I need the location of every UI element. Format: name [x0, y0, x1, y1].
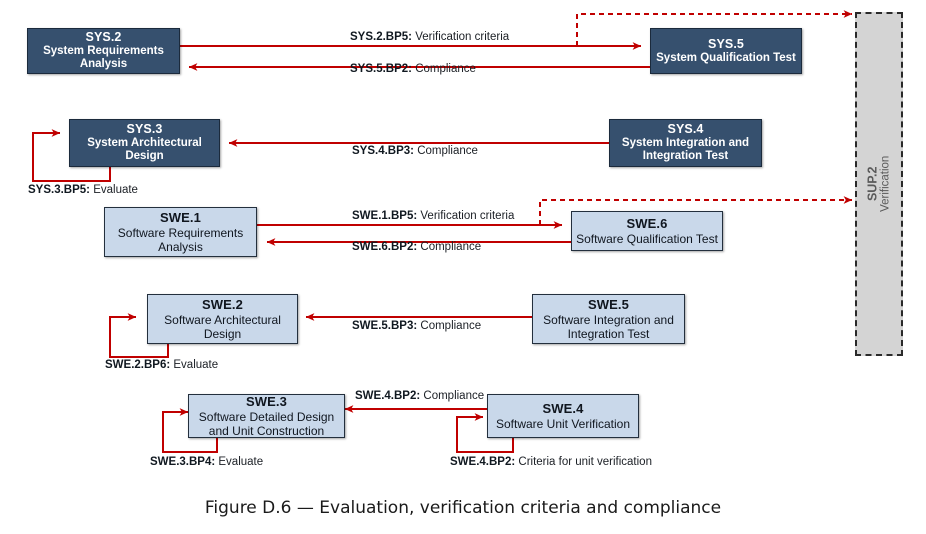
edge-label-swe3-bp4-text: Evaluate [218, 456, 264, 468]
edge-label-sys5-bp2-text: Compliance [415, 63, 476, 75]
node-swe6-id: SWE.6 [626, 216, 668, 232]
node-swe6-desc: Software Qualification Test [576, 231, 718, 246]
edge-label-swe4-bp2-compliance-text: Compliance [423, 390, 485, 402]
edge-label-sys2-bp5-code: SYS.2.BP5: [350, 31, 412, 43]
node-swe6[interactable]: SWE.6 Software Qualification Test [571, 211, 723, 251]
edge-label-swe5-bp3-text: Compliance [420, 320, 482, 332]
edge-label-swe1-bp5-text: Verification criteria [420, 210, 515, 222]
node-sys4-id: SYS.4 [667, 122, 704, 137]
edge-label-swe5-bp3-code: SWE.5.BP3: [352, 320, 418, 332]
edge-label-sys2-bp5-text: Verification criteria [415, 31, 510, 43]
node-swe3-id: SWE.3 [246, 394, 287, 410]
edge-label-sys3-bp5-text: Evaluate [93, 184, 138, 196]
edge-label-swe1-bp5: SWE.1.BP5: Verification criteria [352, 210, 514, 222]
node-sys3-id: SYS.3 [126, 122, 163, 137]
node-swe5-id: SWE.5 [588, 297, 629, 313]
edge-label-swe5-bp3: SWE.5.BP3: Compliance [352, 320, 481, 332]
edge-label-sys4-bp3: SYS.4.BP3: Compliance [352, 145, 478, 157]
node-swe1-id: SWE.1 [160, 210, 201, 226]
edge-label-sys4-bp3-code: SYS.4.BP3: [352, 145, 414, 157]
edge-label-sys3-bp5: SYS.3.BP5: Evaluate [28, 184, 138, 196]
edge-label-sys4-bp3-text: Compliance [417, 145, 478, 157]
node-sup2[interactable]: SUP.2 Verification [855, 12, 903, 356]
edge-label-swe4-bp2-compliance-code: SWE.4.BP2: [355, 390, 421, 402]
edge-label-swe6-bp2: SWE.6.BP2: Compliance [352, 241, 481, 253]
node-sys5[interactable]: SYS.5 System Qualification Test [650, 28, 802, 74]
edge-label-sys5-bp2-code: SYS.5.BP2: [350, 63, 412, 75]
edge-label-swe2-bp6-text: Evaluate [173, 359, 219, 371]
figure-caption: Figure D.6 — Evaluation, verification cr… [204, 498, 722, 518]
node-swe2-id: SWE.2 [202, 297, 243, 313]
node-swe4-id: SWE.4 [542, 401, 584, 417]
edge-label-swe3-bp4: SWE.3.BP4: Evaluate [150, 456, 263, 468]
node-swe4-desc: Software Unit Verification [495, 416, 631, 431]
edge-label-sys5-bp2: SYS.5.BP2: Compliance [350, 63, 476, 75]
edge-label-sys2-bp5: SYS.2.BP5: Verification criteria [350, 31, 509, 43]
edge-label-swe2-bp6: SWE.2.BP6: Evaluate [105, 359, 218, 371]
edge-label-swe4-bp2-criteria: SWE.4.BP2: Criteria for unit verificatio… [450, 456, 652, 468]
node-sys5-desc: System Qualification Test [656, 51, 796, 64]
node-sup2-desc: Verification [879, 155, 892, 213]
edge-label-swe6-bp2-code: SWE.6.BP2: [352, 241, 418, 253]
edge-label-swe1-bp5-code: SWE.1.BP5: [352, 210, 418, 222]
node-swe4[interactable]: SWE.4 Software Unit Verification [487, 394, 639, 438]
node-sys5-id: SYS.5 [708, 36, 744, 51]
edge-label-swe6-bp2-text: Compliance [420, 241, 482, 253]
node-sup2-inner: SUP.2 Verification [865, 156, 893, 212]
node-sup2-id: SUP.2 [865, 166, 880, 202]
edge-label-swe3-bp4-code: SWE.3.BP4: [150, 456, 216, 468]
edge-label-swe4-bp2-criteria-text: Criteria for unit verification [518, 456, 652, 468]
node-sys2-id: SYS.2 [85, 30, 122, 45]
edge-label-swe2-bp6-code: SWE.2.BP6: [105, 359, 171, 371]
edge-label-swe4-bp2-criteria-code: SWE.4.BP2: [450, 456, 516, 468]
edge-label-sys3-bp5-code: SYS.3.BP5: [28, 184, 90, 196]
edge-label-swe4-bp2-compliance: SWE.4.BP2: Compliance [355, 390, 484, 402]
